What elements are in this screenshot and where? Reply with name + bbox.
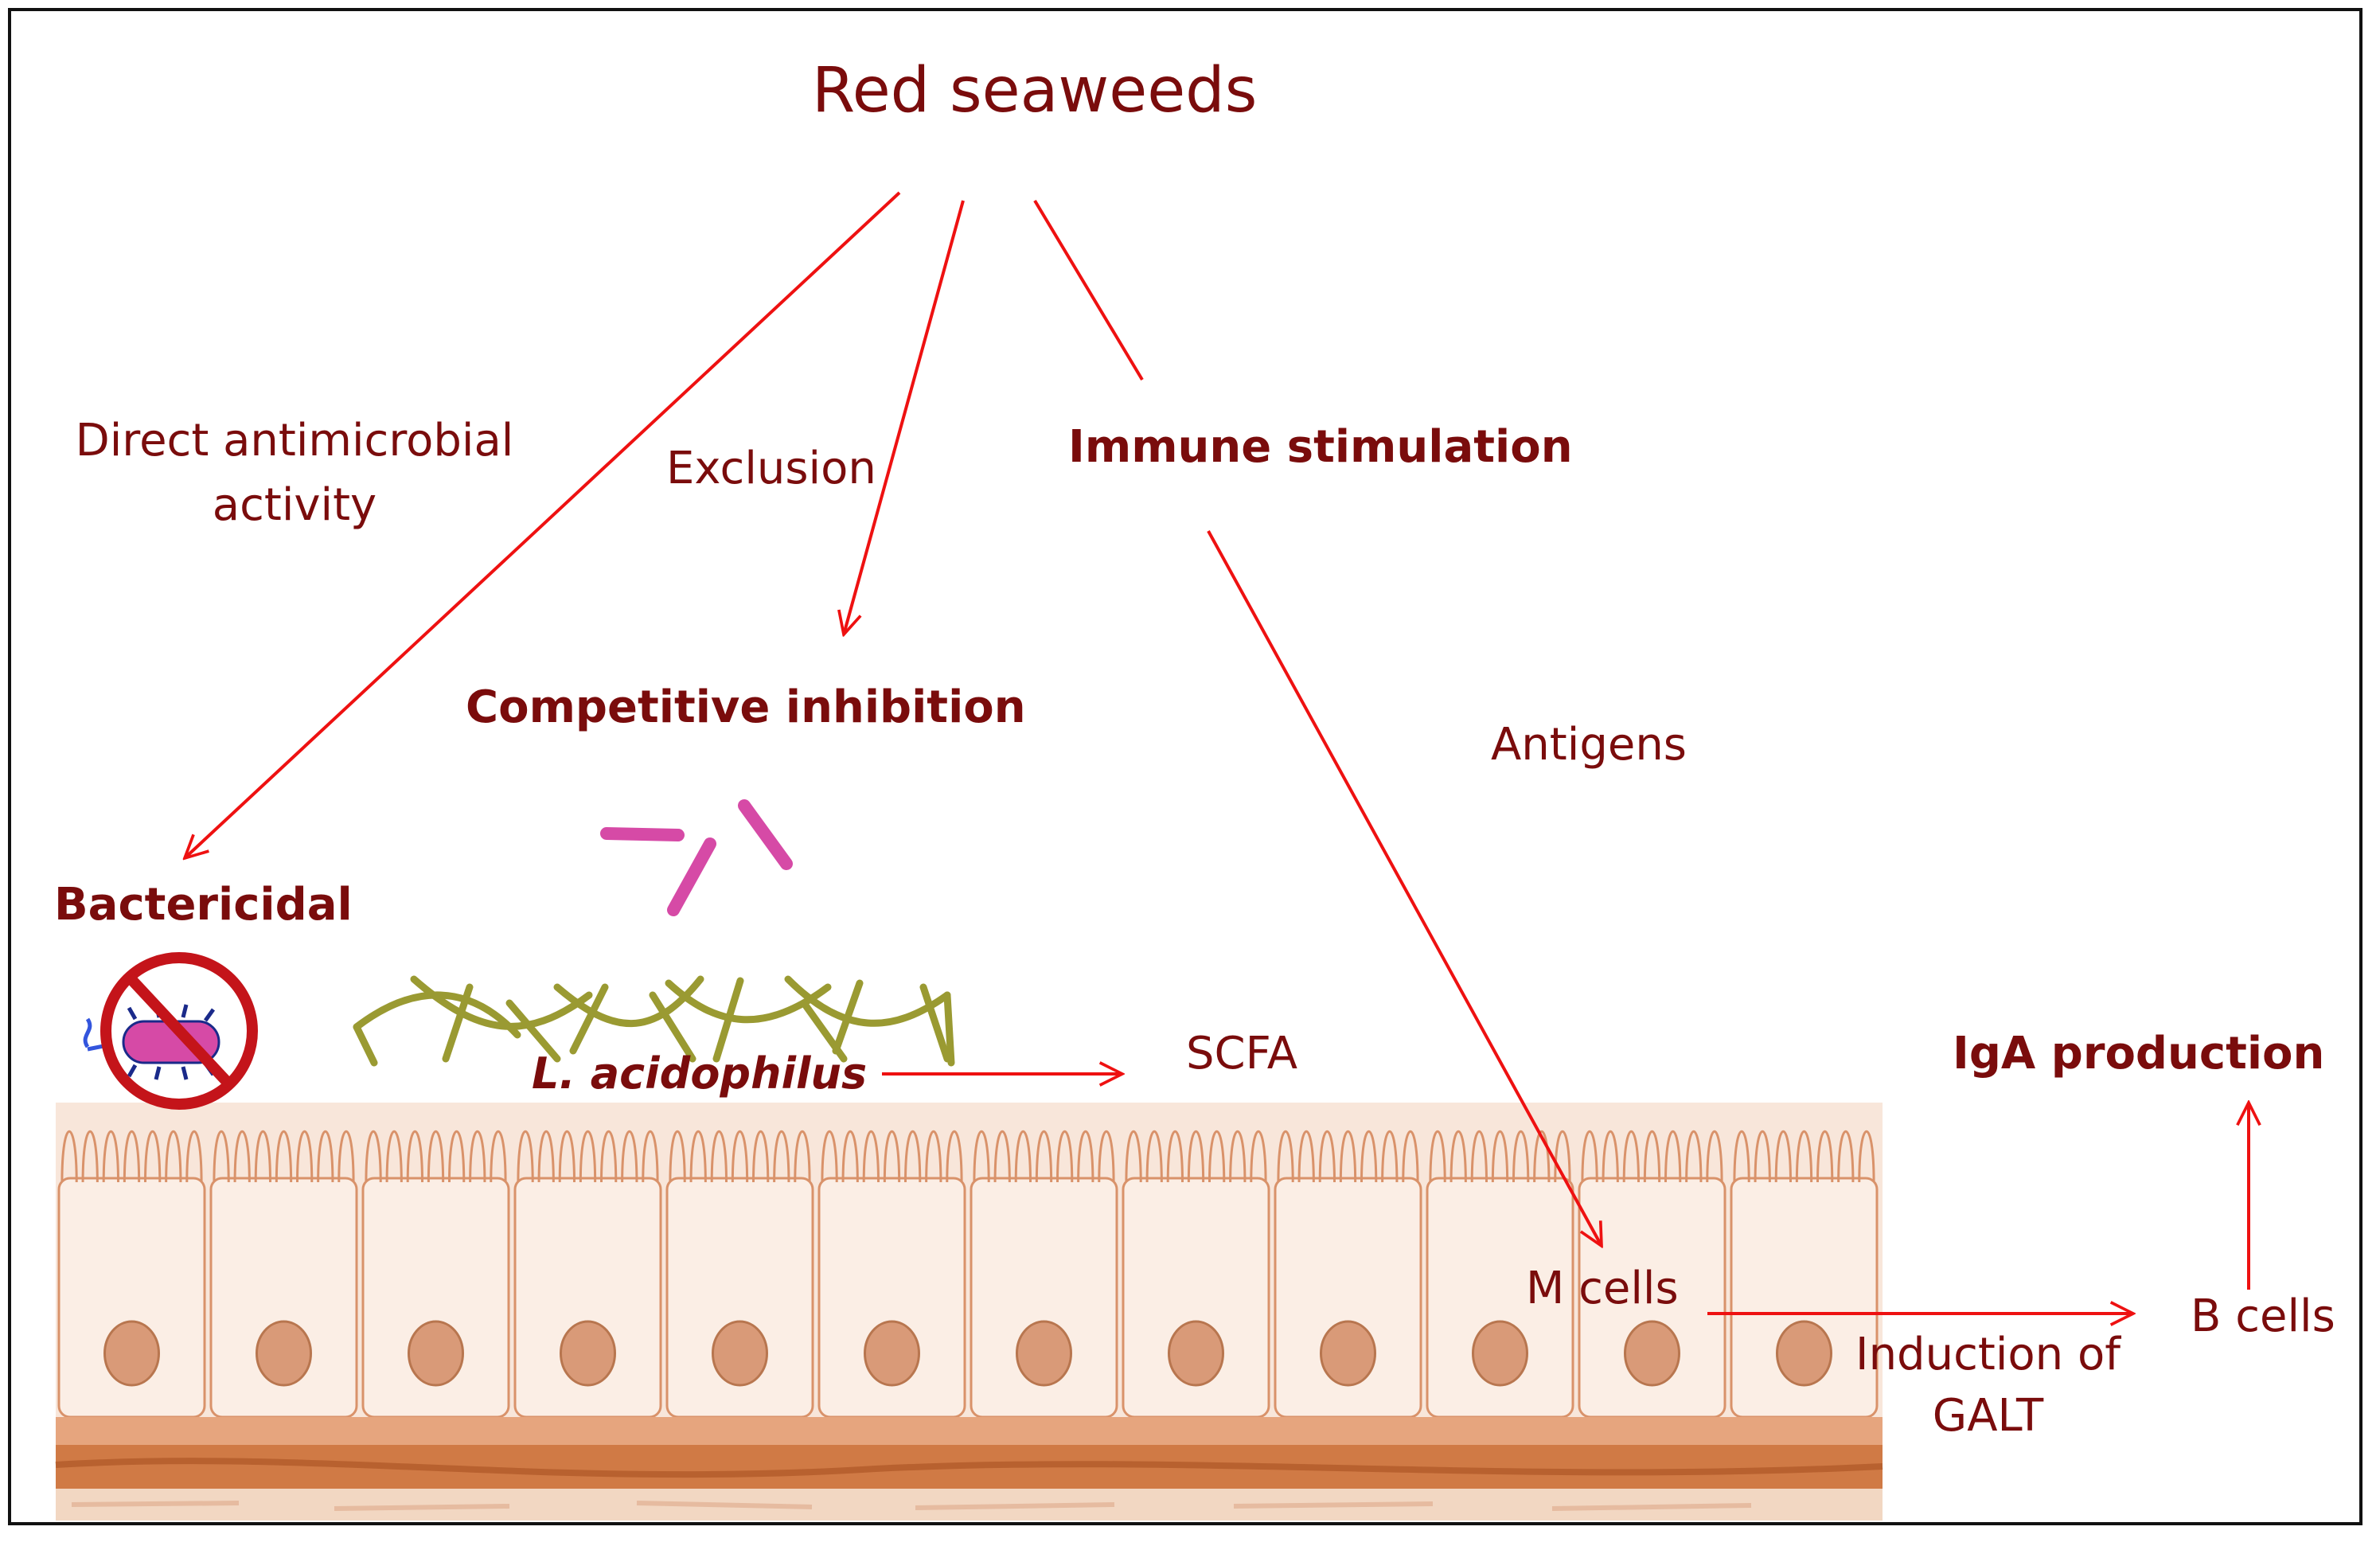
microvilli: [365, 1130, 507, 1183]
cell-nucleus: [103, 1320, 160, 1387]
b-cells-label: B cells: [2191, 1290, 2335, 1342]
cell-nucleus: [712, 1320, 768, 1387]
epithelium-illustration: [55, 1103, 1883, 1521]
induction-of-galt-label: Induction of GALT: [1839, 1328, 2137, 1443]
bacteria-icon: [600, 799, 793, 916]
arrow-to-competitive-inhibition: [844, 200, 965, 634]
microvilli: [1429, 1130, 1571, 1183]
seaweed-fiber-icon: [353, 975, 955, 1067]
microvilli: [1733, 1130, 1875, 1183]
cell-nucleus: [408, 1320, 464, 1387]
cell-nucleus: [1320, 1320, 1376, 1387]
l-acidophilus-label: L. acidophilus: [532, 1048, 868, 1099]
microvilli: [1277, 1130, 1419, 1183]
microvilli: [821, 1130, 963, 1183]
title: Red seaweeds: [812, 55, 1258, 127]
iga-production-label: IgA production: [1953, 1028, 2325, 1079]
immune-stimulation-label: Immune stimulation: [1068, 421, 1573, 473]
m-cells-label: M cells: [1526, 1263, 1679, 1314]
cell-nucleus: [1472, 1320, 1528, 1387]
microvilli: [213, 1130, 355, 1183]
direct-antimicrobial-line-2: activity: [212, 479, 377, 532]
induction-line-2: GALT: [1932, 1390, 2044, 1443]
microvilli: [1581, 1130, 1723, 1183]
figure-border: [8, 8, 2362, 1525]
direct-antimicrobial-line-1: Direct antimicrobial: [75, 415, 514, 467]
arrow-to-bactericidal: [185, 191, 901, 858]
cell-nucleus: [256, 1320, 312, 1387]
microvilli: [517, 1130, 659, 1183]
cell-nucleus: [560, 1320, 616, 1387]
bactericidal-label: Bactericidal: [54, 879, 353, 931]
microvilli: [973, 1130, 1115, 1183]
microvilli: [60, 1130, 203, 1183]
competitive-inhibition-label: Competitive inhibition: [466, 681, 1026, 733]
cell-nucleus: [1016, 1320, 1072, 1387]
induction-line-1: Induction of: [1855, 1329, 2121, 1380]
arrow-to-m-cells: [1207, 530, 1602, 1246]
cell-nucleus: [864, 1320, 920, 1387]
cell-nucleus: [1624, 1320, 1680, 1387]
antigens-label: Antigens: [1491, 719, 1687, 771]
exclusion-label: Exclusion: [666, 443, 876, 494]
no-bacteria-icon: [83, 952, 258, 1110]
cell-nucleus: [1776, 1320, 1832, 1387]
microvilli: [669, 1130, 811, 1183]
microvilli: [1125, 1130, 1267, 1183]
arrows: [185, 191, 2249, 1314]
direct-antimicrobial-label: Direct antimicrobial activity: [72, 414, 517, 532]
cell-nucleus: [1168, 1320, 1224, 1387]
line-to-immune-stimulation: [1033, 199, 1144, 381]
scfa-label: SCFA: [1186, 1028, 1298, 1079]
